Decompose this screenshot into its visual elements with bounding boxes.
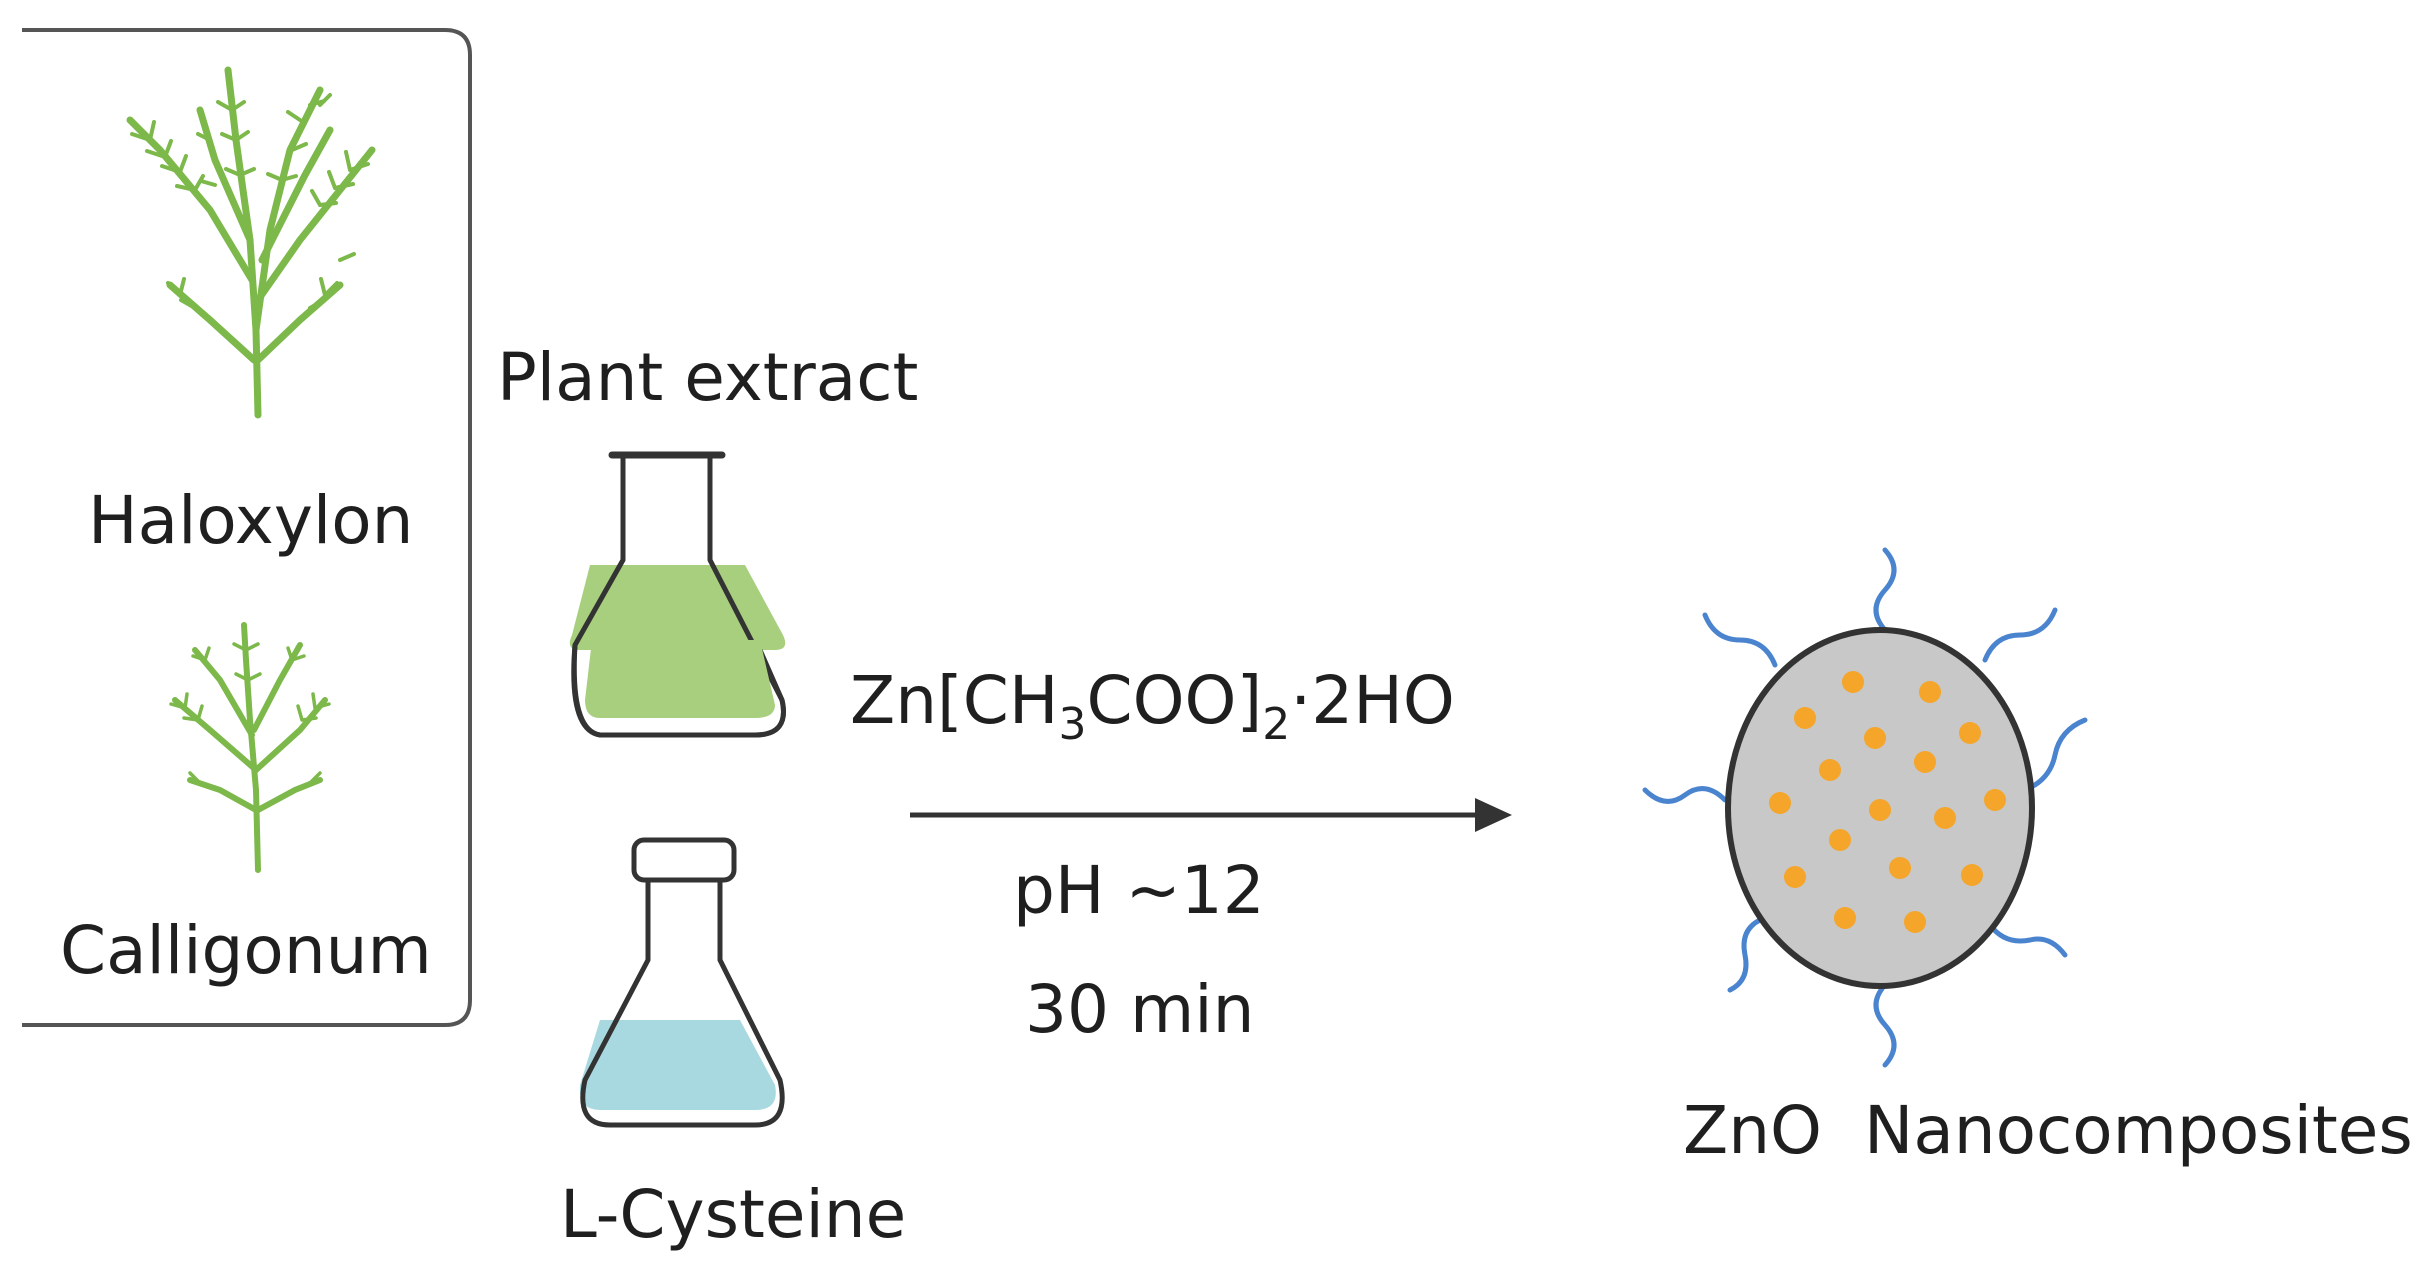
l-cysteine-label: L-Cysteine <box>560 1176 907 1253</box>
ph-condition: pH ~12 <box>1013 852 1265 929</box>
zno-nanoparticle-icon <box>1642 547 2088 1068</box>
haloxylon-plant-icon <box>126 66 376 419</box>
haloxylon-label: Haloxylon <box>88 482 414 559</box>
reaction-arrow <box>910 798 1512 832</box>
plant-extract-flask-icon <box>569 451 786 738</box>
reagent-subscript-2: 2 <box>1262 699 1291 750</box>
reagent-formula-part1: Zn[CH <box>850 662 1059 739</box>
reagent-formula: Zn[CH3COO]2·2HO <box>850 668 1455 747</box>
l-cysteine-flask-icon <box>579 837 785 1128</box>
reagent-subscript-3: 3 <box>1058 699 1087 750</box>
plant-box <box>22 28 472 1027</box>
calligonum-label: Calligonum <box>60 912 432 989</box>
time-condition: 30 min <box>1025 971 1255 1048</box>
calligonum-plant-icon <box>169 622 331 873</box>
product-label: ZnO Nanocomposites <box>1683 1092 2413 1169</box>
plant-extract-label: Plant extract <box>497 339 919 416</box>
reagent-formula-part2: COO] <box>1086 662 1263 739</box>
reagent-formula-part3: ·2HO <box>1290 662 1455 739</box>
